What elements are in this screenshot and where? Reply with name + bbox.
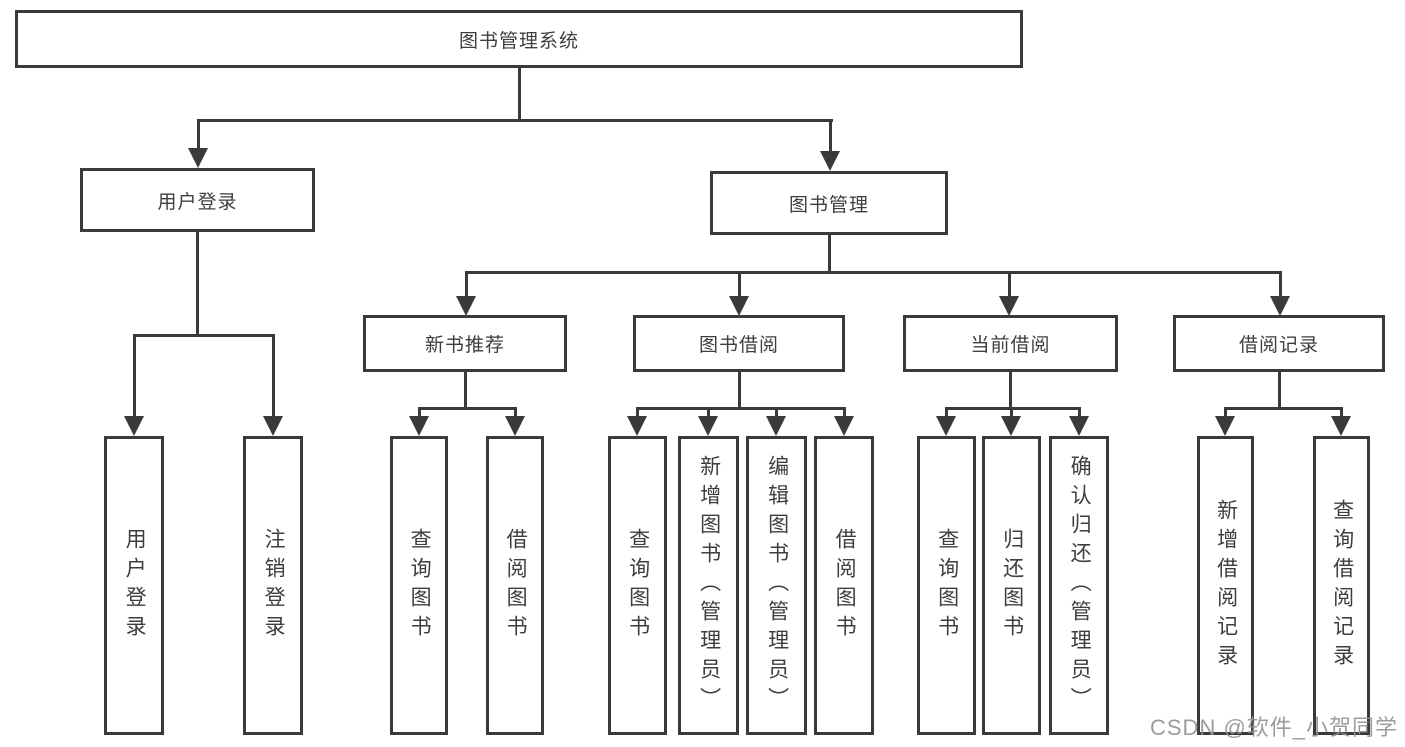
node-label: 新书推荐 — [424, 335, 505, 356]
connector-line — [1278, 372, 1281, 409]
connector-line — [1224, 407, 1343, 410]
connector-line — [418, 407, 421, 418]
node-label: 新增借阅记录 — [1214, 498, 1238, 673]
arrow-down-icon — [834, 416, 854, 436]
connector-line — [1009, 372, 1012, 409]
node-new-book-recommend: 新书推荐 — [363, 315, 567, 372]
arrow-down-icon — [627, 416, 647, 436]
node-label: 编辑图书（管理员） — [765, 455, 789, 716]
arrow-down-icon — [729, 296, 749, 316]
node-current-borrowing: 当前借阅 — [903, 315, 1118, 372]
node-label: 图书借阅 — [698, 335, 779, 356]
node-query-borrow-record: 查询借阅记录 — [1313, 436, 1370, 735]
connector-line — [775, 407, 778, 418]
arrow-down-icon — [505, 416, 525, 436]
arrow-down-icon — [999, 296, 1019, 316]
node-query-books-recommend: 查询图书 — [390, 436, 448, 735]
connector-line — [465, 271, 468, 299]
node-borrow-records: 借阅记录 — [1173, 315, 1385, 372]
csdn-watermark: CSDN @软件_小贺同学 — [1150, 715, 1399, 740]
connector-line — [518, 68, 521, 120]
node-query-books-borrowing: 查询图书 — [608, 436, 667, 735]
arrow-down-icon — [456, 296, 476, 316]
node-logout: 注销登录 — [243, 436, 303, 735]
connector-line — [1279, 271, 1282, 299]
arrow-down-icon — [820, 151, 840, 171]
arrow-down-icon — [263, 416, 283, 436]
connector-line — [843, 407, 846, 418]
node-label: 图书管理 — [788, 194, 869, 216]
connector-line — [196, 232, 199, 336]
node-label: 查询图书 — [408, 527, 432, 644]
node-confirm-return-admin: 确认归还（管理员） — [1049, 436, 1109, 735]
node-user-login: 用户登录 — [80, 168, 315, 232]
node-library-system: 图书管理系统 — [15, 10, 1023, 68]
node-label: 借阅图书 — [833, 527, 857, 644]
node-add-book-admin: 新增图书（管理员） — [678, 436, 739, 735]
connector-line — [514, 407, 517, 418]
connector-line — [272, 334, 275, 418]
node-borrow-books-recommend: 借阅图书 — [486, 436, 544, 735]
arrow-down-icon — [1069, 416, 1089, 436]
connector-line — [1078, 407, 1081, 418]
node-label: 用户登录 — [157, 191, 238, 213]
node-label: 用户登录 — [123, 527, 147, 644]
node-label: 查询图书 — [626, 527, 650, 644]
node-label: 注销登录 — [262, 527, 286, 644]
node-label: 确认归还（管理员） — [1068, 455, 1092, 716]
arrow-down-icon — [409, 416, 429, 436]
arrow-down-icon — [1001, 416, 1021, 436]
node-label: 借阅图书 — [504, 527, 528, 644]
node-book-borrowing: 图书借阅 — [633, 315, 845, 372]
node-return-books: 归还图书 — [982, 436, 1041, 735]
connector-line — [829, 119, 832, 154]
connector-line — [1340, 407, 1343, 418]
arrow-down-icon — [124, 416, 144, 436]
node-label: 当前借阅 — [970, 335, 1051, 356]
node-book-management: 图书管理 — [710, 171, 948, 235]
arrow-down-icon — [698, 416, 718, 436]
connector-line — [738, 372, 741, 409]
connector-line — [465, 271, 1282, 274]
connector-line — [418, 407, 517, 410]
node-label: 查询借阅记录 — [1330, 498, 1354, 673]
arrow-down-icon — [1331, 416, 1351, 436]
connector-line — [636, 407, 639, 418]
node-label: 借阅记录 — [1238, 335, 1319, 356]
connector-line — [197, 119, 200, 151]
node-label: 新增图书（管理员） — [697, 455, 721, 716]
connector-line — [945, 407, 948, 418]
node-label: 归还图书 — [1000, 527, 1024, 644]
connector-line — [197, 119, 833, 122]
connector-line — [133, 334, 275, 337]
arrow-down-icon — [766, 416, 786, 436]
arrow-down-icon — [1270, 296, 1290, 316]
connector-line — [945, 407, 1081, 410]
arrow-down-icon — [188, 148, 208, 168]
node-borrow-books: 借阅图书 — [814, 436, 874, 735]
arrow-down-icon — [936, 416, 956, 436]
node-query-books-current: 查询图书 — [917, 436, 976, 735]
node-label: 查询图书 — [935, 527, 959, 644]
arrow-down-icon — [1215, 416, 1235, 436]
node-edit-book-admin: 编辑图书（管理员） — [746, 436, 807, 735]
connector-line — [464, 372, 467, 409]
connector-line — [636, 407, 846, 410]
connector-line — [1010, 407, 1013, 418]
node-user-login-leaf: 用户登录 — [104, 436, 164, 735]
connector-line — [133, 334, 136, 418]
node-add-borrow-record: 新增借阅记录 — [1197, 436, 1254, 735]
connector-line — [707, 407, 710, 418]
connector-line — [828, 235, 831, 273]
connector-line — [1008, 271, 1011, 299]
connector-line — [1224, 407, 1227, 418]
connector-line — [738, 271, 741, 299]
node-label: 图书管理系统 — [458, 30, 579, 52]
